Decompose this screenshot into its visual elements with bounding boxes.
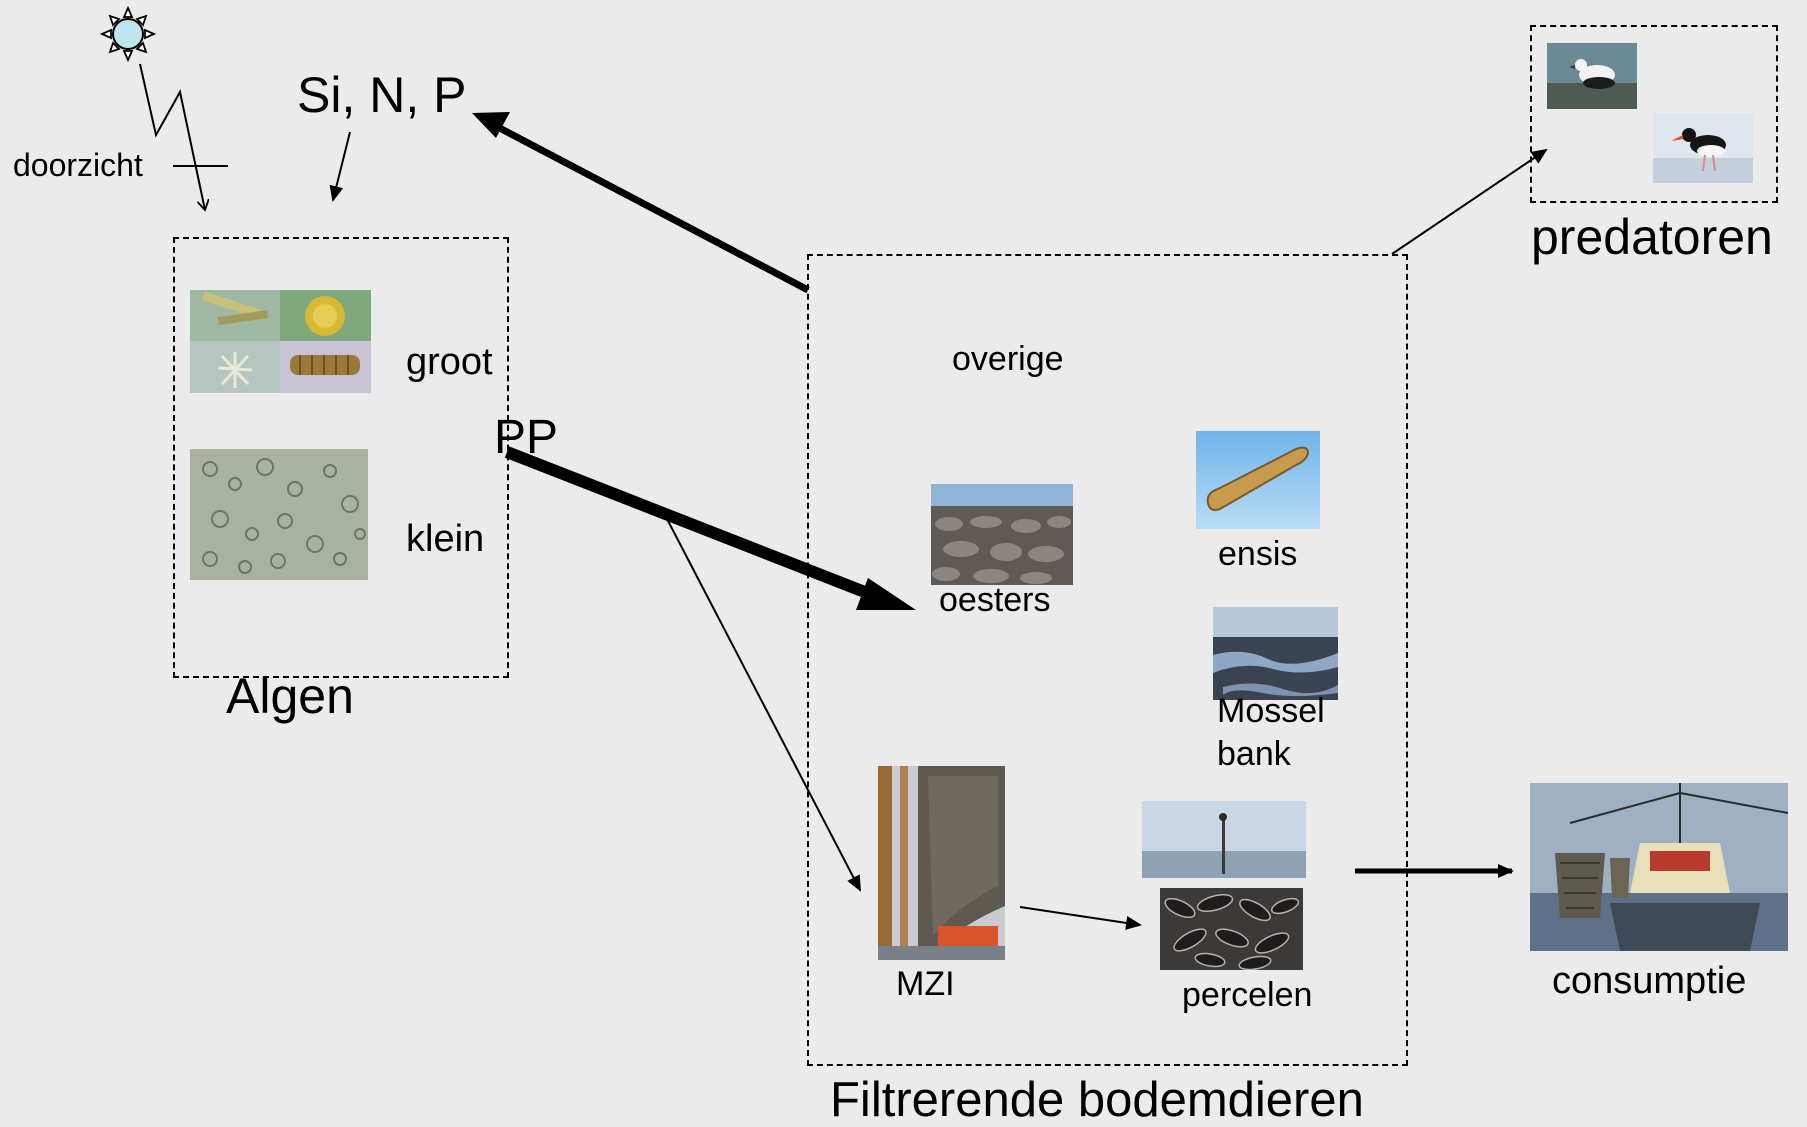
mussel-bed-photo [1213, 607, 1338, 700]
ensis-photo [1196, 431, 1320, 529]
nutrients-arrowhead [472, 112, 510, 138]
sun-icon [99, 5, 157, 63]
algae-group-label: Algen [226, 668, 354, 724]
algae-small-label: klein [406, 518, 485, 560]
filter-feeders-group-box [807, 254, 1408, 1066]
filter-feeders-to-predators-arrow [1391, 148, 1548, 255]
plots-sea-photo [1142, 801, 1306, 878]
other-label: overige [952, 340, 1064, 378]
predators-group-box [1530, 25, 1778, 203]
primary-production-label: PP [494, 411, 559, 464]
mzi-to-plots-arrow [1019, 906, 1142, 930]
pp-arrowhead [856, 578, 916, 610]
fishing-boat-photo [1530, 783, 1788, 951]
eider-duck-photo [1547, 43, 1637, 109]
mussels-closeup-photo [1160, 888, 1303, 970]
mussel-bed-label-line2: bank [1217, 735, 1291, 773]
pp-to-filter-feeders-arrow [504, 446, 883, 604]
pp-to-mzi-arrow [665, 516, 861, 892]
nutrients-to-algae-arrow [329, 131, 351, 202]
large-algae-photo [190, 290, 371, 393]
nutrients-label: Si, N, P [297, 67, 467, 123]
predators-label: predatoren [1531, 209, 1773, 265]
ensis-label: ensis [1218, 535, 1298, 573]
oysters-photo [931, 484, 1073, 585]
plots-label: percelen [1182, 976, 1313, 1014]
small-algae-photo [190, 449, 368, 580]
filter-feeders-to-nutrients-arrow [488, 119, 810, 294]
light-zigzag [139, 63, 205, 210]
mussel-bed-label-line1: Mossel [1217, 692, 1325, 730]
oystercatcher-photo [1653, 113, 1753, 183]
mzi-label: MZI [896, 965, 955, 1003]
filter-feeders-group-label: Filtrerende bodemdieren [830, 1073, 1364, 1127]
mzi-photo [878, 766, 1005, 960]
consumption-label: consumptie [1552, 960, 1747, 1002]
algae-large-label: groot [406, 341, 493, 383]
transparency-label: doorzicht [13, 147, 143, 183]
oysters-label: oesters [939, 581, 1051, 619]
